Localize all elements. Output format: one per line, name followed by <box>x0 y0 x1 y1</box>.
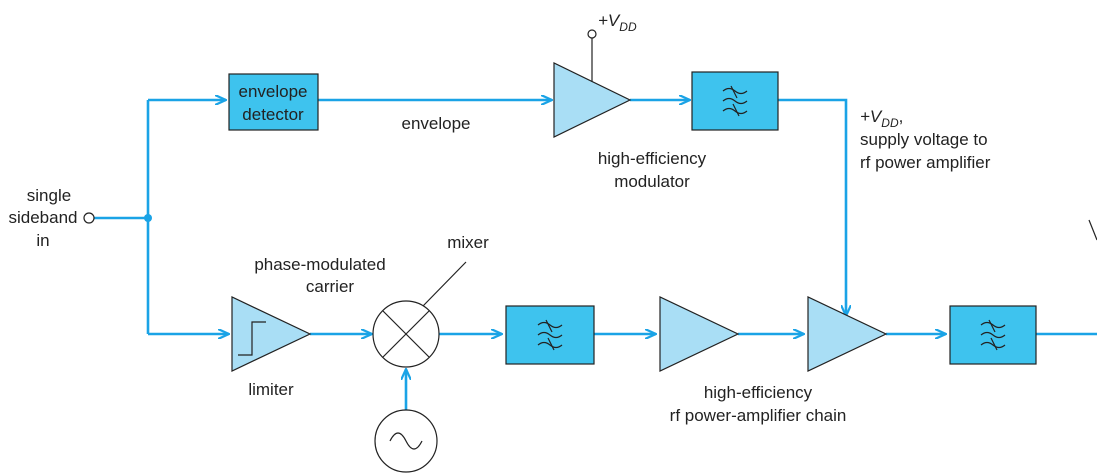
input-label-line3: in <box>36 231 49 250</box>
envelope-detector-block <box>228 73 319 131</box>
pa-chain-label-line2: rf power-amplifier chain <box>670 406 847 425</box>
vdd-right-label: +VDD, <box>860 107 903 130</box>
vdd-top-label: +VDD <box>598 11 637 34</box>
bandpass-filter-icon <box>980 319 1006 351</box>
pa-chain-label-line1: high-efficiency <box>704 383 813 402</box>
limiter-step-icon <box>238 321 266 356</box>
limiter-amplifier <box>231 296 312 372</box>
rf-amplifier-1 <box>659 296 740 372</box>
envelope-signal-label: envelope <box>401 114 470 133</box>
modulator-label-line1: high-efficiency <box>598 149 707 168</box>
envelope-detector-label-line2: detector <box>242 105 304 124</box>
bandpass-filter-icon <box>722 85 748 117</box>
input-label-line1: single <box>27 186 71 205</box>
modulator-label-line2: modulator <box>614 172 690 191</box>
junction-dot <box>144 214 152 222</box>
bandpass-filter-icon <box>537 319 563 351</box>
mixer-pointer <box>422 261 467 307</box>
supply-wire <box>778 98 846 316</box>
vdd-terminal <box>587 29 597 39</box>
phase-modulated-label-line2: carrier <box>306 277 355 296</box>
oscillator <box>374 409 438 473</box>
envelope-detector-label-line1: envelope <box>238 82 307 101</box>
mixer-label: mixer <box>447 233 489 252</box>
input-terminal <box>83 212 95 224</box>
mixer <box>372 261 467 368</box>
input-label-line2: sideband <box>8 208 77 227</box>
phase-modulated-label-line1: phase-modulated <box>254 255 385 274</box>
limiter-label: limiter <box>248 380 294 399</box>
supply-label-line2: supply voltage to <box>860 130 988 149</box>
edge-mark <box>1088 219 1097 241</box>
signal-wires <box>94 100 1097 412</box>
rf-amplifier-2 <box>807 296 888 372</box>
supply-label-line3: rf power amplifier <box>860 153 991 172</box>
